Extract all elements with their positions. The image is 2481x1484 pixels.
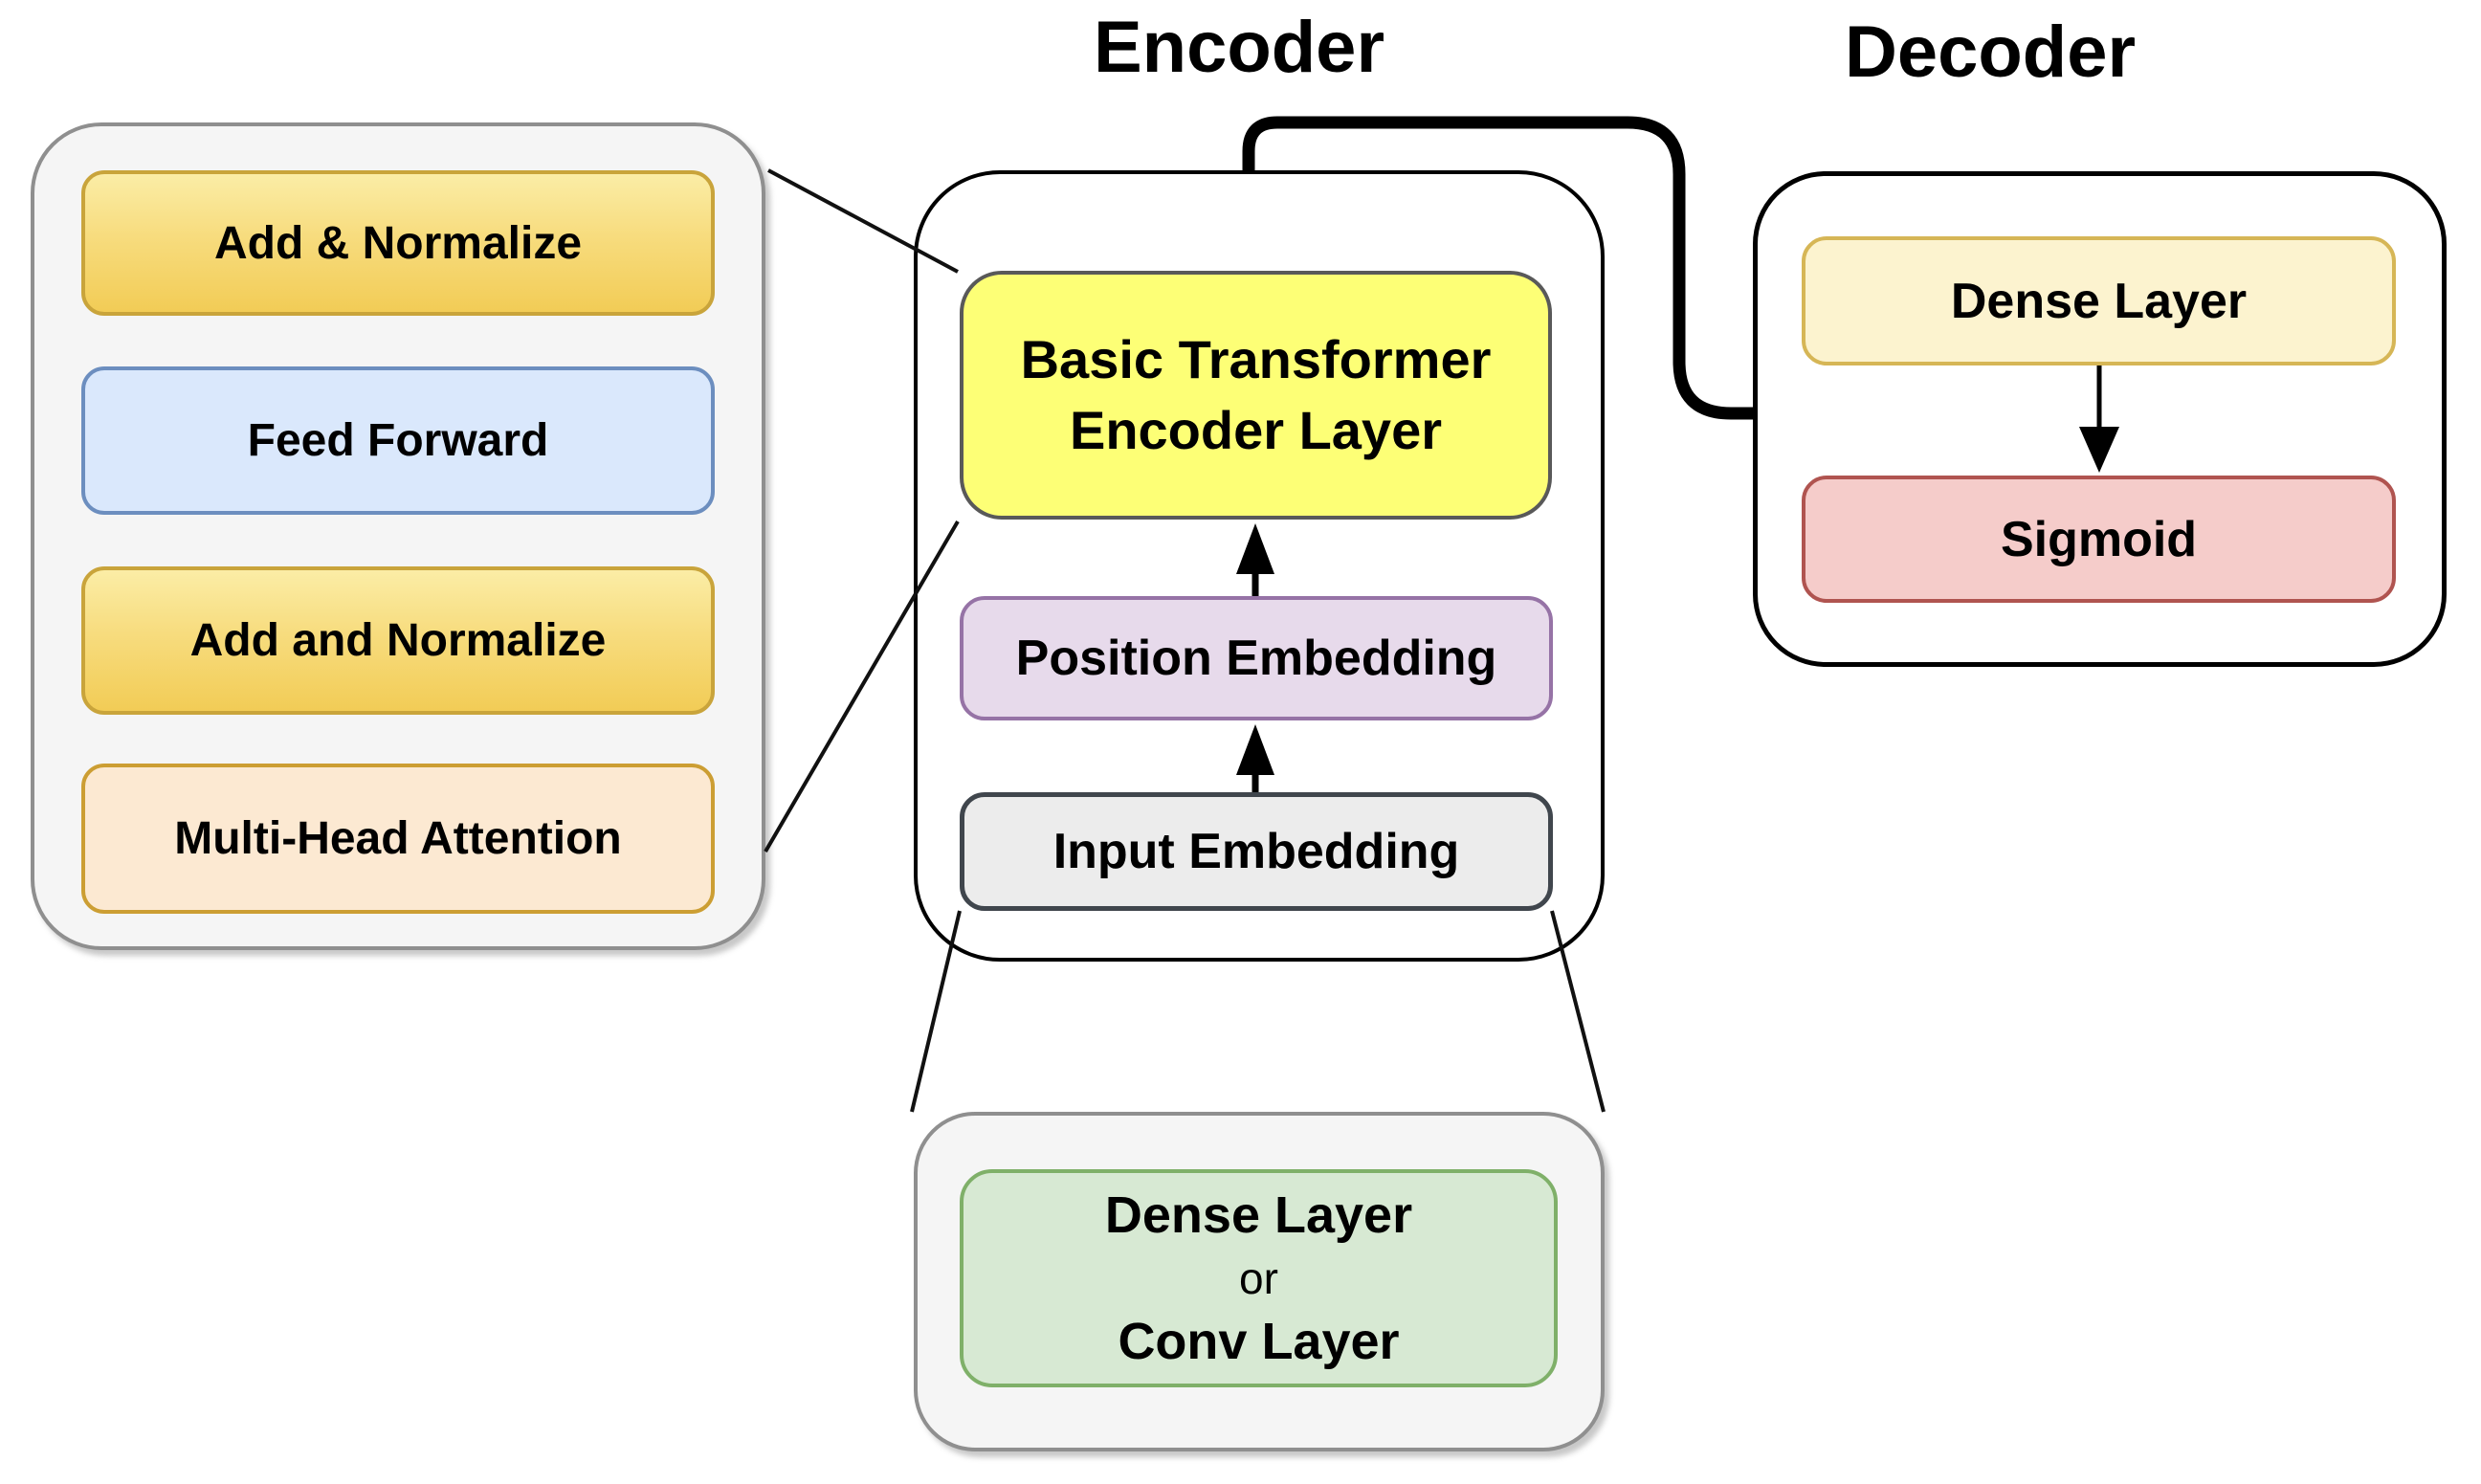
feed-forward-box: Feed Forward xyxy=(81,366,715,515)
input-panel-line1: Dense Layer xyxy=(1104,1186,1413,1244)
basic-transformer-encoder-layer-box: Basic Transformer Encoder Layer xyxy=(960,271,1552,520)
input-panel-or: or xyxy=(1239,1253,1278,1303)
dense-or-conv-layer-box: Dense Layer or Conv Layer xyxy=(960,1169,1558,1387)
multi-head-attention-box: Multi-Head Attention xyxy=(81,764,715,914)
add-normalize-box: Add & Normalize xyxy=(81,170,715,316)
add-and-normalize-box: Add and Normalize xyxy=(81,566,715,715)
encoder-title: Encoder xyxy=(1093,7,1385,88)
input-panel-line3: Conv Layer xyxy=(1118,1313,1400,1370)
input-embedding-box: Input Embedding xyxy=(960,792,1553,911)
decoder-title: Decoder xyxy=(1844,11,2137,93)
transformer-layer-line1: Basic Transformer xyxy=(1020,329,1492,389)
position-embedding-box: Position Embedding xyxy=(960,596,1553,720)
sigmoid-box: Sigmoid xyxy=(1802,476,2396,603)
decoder-dense-layer-box: Dense Layer xyxy=(1802,236,2396,365)
transformer-layer-line2: Encoder Layer xyxy=(1069,400,1443,460)
